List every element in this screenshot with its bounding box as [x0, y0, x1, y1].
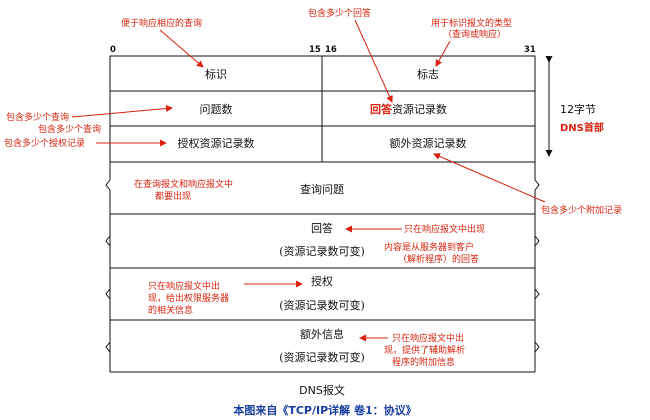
bit-label-16: 16 — [325, 45, 337, 55]
field-authority-variable: (资源记录数可变) — [279, 298, 365, 312]
dns-body-box — [105, 162, 540, 373]
annotation-question-count-1: 包含多少个查询 — [6, 111, 69, 123]
field-answer: 回答 — [311, 221, 333, 235]
source-credit: 本图来自《TCP/IP详解 卷1：协议》 — [233, 403, 416, 417]
field-answer-variable: (资源记录数可变) — [279, 244, 365, 258]
arrow-id — [159, 29, 204, 68]
field-authority-count: 授权资源记录数 — [178, 136, 255, 150]
field-additional-count: 额外资源记录数 — [390, 136, 467, 150]
annotation-flags-line1: 用于标识报文的类型 — [431, 17, 512, 29]
annotation-additional-line2: 现，提供了辅助解析 — [384, 344, 465, 356]
bit-label-15: 15 — [309, 45, 321, 55]
annotation-question-line1: 在查询报文和响应报文中 — [134, 178, 233, 190]
annotation-additional-line3: 程序的附加信息 — [392, 356, 455, 368]
arrow-flags — [435, 40, 451, 67]
annotation-answer-line2: （解析程序）的回答 — [398, 253, 479, 265]
dns-header-box — [109, 55, 536, 163]
field-additional: 额外信息 — [300, 327, 344, 341]
annotation-additional-count: 包含多少个附加记录 — [541, 204, 622, 216]
diagram-caption: DNS报文 — [299, 383, 345, 397]
annotation-id: 便于响应相应的查询 — [121, 17, 202, 29]
bit-label-0: 0 — [110, 45, 116, 55]
annotation-authority-line2: 现，给出权限服务器 — [148, 292, 229, 304]
annotation-answer-count: 包含多少个回答 — [308, 7, 371, 19]
annotation-question-count-2: 包含多少个查询 — [38, 123, 101, 135]
arrow-additional-count — [433, 153, 546, 203]
field-question-count: 问题数 — [200, 103, 233, 116]
field-answer-count: 回答资源记录数 — [370, 102, 447, 116]
annotation-authority-count: 包含多少个授权记录 — [4, 137, 85, 149]
field-additional-variable: (资源记录数可变) — [279, 350, 365, 364]
annotation-answer: 只在响应报文中出现 — [404, 223, 485, 235]
annotation-flags-line2: （查询或响应） — [443, 28, 506, 40]
answer-count-prefix: 回答 — [370, 102, 393, 116]
bit-label-31: 31 — [524, 45, 536, 55]
answer-count-suffix: 资源记录数 — [392, 102, 447, 116]
field-authority: 授权 — [311, 274, 333, 288]
annotation-additional-line1: 只在响应报文中出 — [392, 332, 464, 344]
jagged-edges — [105, 235, 540, 353]
header-size-label: 12字节 — [560, 102, 596, 116]
arrow-answer-count — [354, 19, 393, 103]
annotation-authority-line1: 只在响应报文中出 — [148, 280, 220, 292]
arrow-question-count — [71, 105, 173, 118]
annotation-answer-line1: 内容是从服务器到客户 — [384, 241, 474, 253]
annotation-authority-line3: 的相关信息 — [148, 304, 193, 316]
field-id: 标识 — [205, 67, 227, 81]
annotation-question-line2: 都要出现 — [155, 190, 191, 202]
field-flags: 标志 — [417, 67, 439, 81]
dns-header-label: DNS首部 — [560, 121, 604, 134]
field-question: 查询问题 — [300, 182, 344, 196]
